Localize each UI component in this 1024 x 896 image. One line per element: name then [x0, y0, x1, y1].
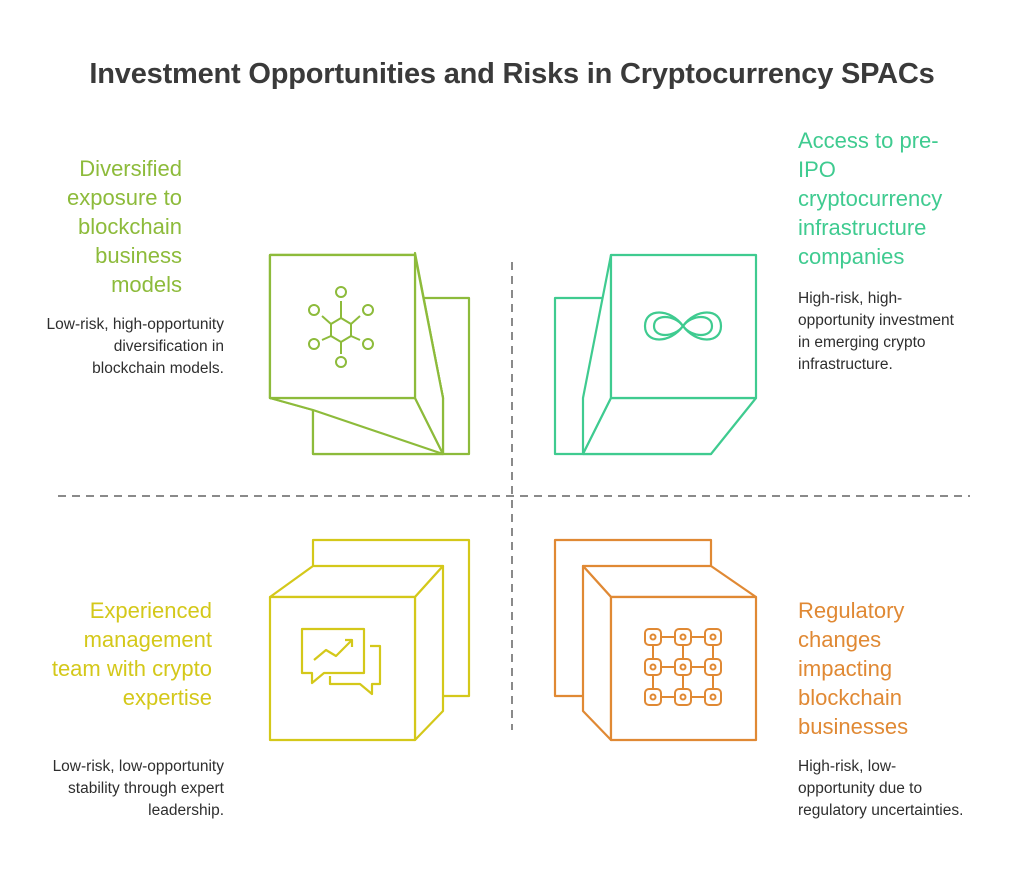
quadrant-description-top-left: Low-risk, high-opportunity diversificati…: [46, 316, 224, 377]
chat-chart-icon: [300, 627, 382, 696]
quadrant-title-bottom-right: Regulatory changes impacting blockchain …: [798, 598, 909, 739]
quadrant-title-bottom-left: Experienced management team with crypto …: [51, 598, 212, 710]
quadrant-title-top-left: Diversified exposure to blockchain busin…: [67, 156, 182, 297]
grid-nodes-icon: [644, 628, 722, 706]
cube-top-left: [268, 251, 471, 456]
quadrant-description-bottom-left: Low-risk, low-opportunity stability thro…: [52, 758, 224, 819]
quadrant-description-top-right: High-risk, high-opportunity investment i…: [798, 290, 954, 373]
quadrant-title-top-right: Access to pre-IPO cryptocurrency infrast…: [798, 128, 943, 269]
hub-network-icon: [308, 286, 374, 368]
quadrant-description-bottom-right: High-risk, low-opportunity due to regula…: [798, 758, 964, 819]
page-title: Investment Opportunities and Risks in Cr…: [89, 58, 935, 90]
cube-top-right: [553, 253, 758, 456]
infinity-icon: [643, 311, 723, 341]
cube-bottom-right: [553, 538, 758, 742]
cube-bottom-left: [268, 538, 471, 742]
